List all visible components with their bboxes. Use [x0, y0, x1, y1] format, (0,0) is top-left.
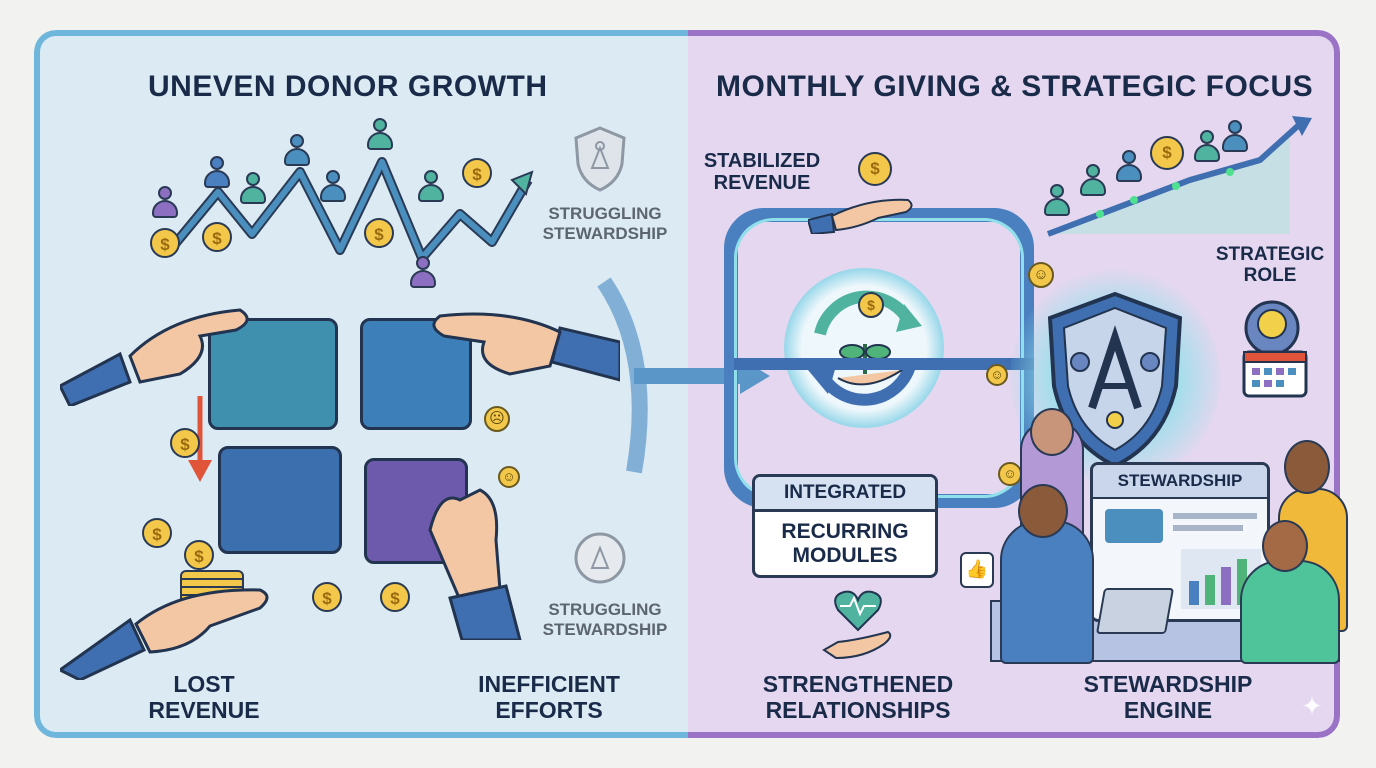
left-panel-title: UNEVEN DONOR GROWTH: [148, 70, 548, 103]
struggling-stewardship-label-top: STRUGGLING STEWARDSHIP: [542, 204, 668, 243]
dollar-coin-icon: $: [184, 540, 214, 570]
team-member-head: [1262, 520, 1308, 572]
dollar-coin-icon: $: [462, 158, 492, 188]
module-card-body: RECURRING MODULES: [781, 520, 909, 567]
team-member-head: [1030, 408, 1074, 456]
team-member-seated-left: [1000, 520, 1094, 664]
team-member-head: [1284, 440, 1330, 494]
donor-icon: [1194, 130, 1220, 164]
dollar-coin-icon: $: [312, 582, 342, 612]
faded-cycle-network-icon: [574, 532, 626, 584]
faded-shield-icon: [574, 126, 626, 192]
dollar-coin-icon: $: [202, 222, 232, 252]
donor-icon: [152, 186, 178, 220]
donor-icon: [410, 256, 436, 290]
giving-hand-icon: [808, 198, 913, 234]
puzzle-piece-donor: [218, 446, 342, 554]
lost-revenue-label: LOST REVENUE: [148, 671, 260, 723]
dollar-coin-icon: $: [364, 218, 394, 248]
reaching-hand-right: [432, 312, 620, 382]
dashboard-widget: [1105, 509, 1163, 543]
dollar-coin-icon: $: [380, 582, 410, 612]
donor-icon: [418, 170, 444, 204]
inefficient-efforts-label: INEFFICIENT EFFORTS: [478, 671, 620, 723]
donor-icon: [1222, 120, 1248, 154]
donor-icon: [284, 134, 310, 168]
donor-icon: [367, 118, 393, 152]
donor-icon: [204, 156, 230, 190]
reaching-hand-left: [60, 308, 249, 406]
dollar-coin-icon: $: [170, 428, 200, 458]
dollar-coin-icon: $: [150, 228, 180, 258]
smiley-face-icon: ☺: [998, 462, 1022, 486]
smiley-face-icon: ☺: [1028, 262, 1054, 288]
right-panel-title: MONTHLY GIVING & STRATEGIC FOCUS: [716, 70, 1314, 103]
heart-in-hand-icon: [822, 590, 892, 660]
monitor-title: STEWARDSHIP: [1093, 465, 1267, 499]
down-arrow-icon: [188, 396, 212, 482]
team-member-seated-right: [1240, 560, 1340, 664]
uneven-growth-zigzag-chart: [166, 157, 534, 263]
grabbing-hand: [428, 488, 522, 640]
struggling-stewardship-label-bottom: STRUGGLING STEWARDSHIP: [542, 600, 668, 639]
integrated-recurring-modules-card: INTEGRATED RECURRING MODULES: [752, 474, 938, 578]
laptop-icon: [1095, 588, 1175, 634]
stabilized-revenue-label: STABILIZED REVENUE: [703, 150, 821, 195]
puzzle-piece-sad-donor: [208, 318, 338, 430]
dollar-coin-icon: $: [142, 518, 172, 548]
sad-face-icon: ☹: [484, 406, 510, 432]
dollar-coin-icon: $: [858, 152, 892, 186]
donor-icon: [240, 172, 266, 206]
pipe-connector: [734, 358, 1034, 370]
smiley-face-icon: ☺: [498, 466, 520, 488]
donor-icon: [1080, 164, 1106, 198]
donor-icon: [1044, 184, 1070, 218]
dashboard-line: [1173, 513, 1257, 519]
dollar-coin-icon: $: [858, 292, 884, 318]
team-member-head: [1018, 484, 1068, 538]
donor-icon: [320, 170, 346, 204]
strategic-role-label: STRATEGIC ROLE: [1215, 244, 1325, 287]
strengthened-relationships-label: STRENGTHENED RELATIONSHIPS: [762, 671, 954, 723]
lightbulb-calendar-icon: [1242, 300, 1308, 398]
donor-icon: [1116, 150, 1142, 184]
thumbs-up-icon: 👍: [960, 552, 994, 588]
module-card-header: INTEGRATED: [755, 477, 935, 512]
steady-growth-line-chart: [1046, 116, 1312, 237]
dashboard-line: [1173, 525, 1243, 531]
open-palm-hand-losing-coins: [60, 588, 269, 680]
sparkle-icon: ✦: [1301, 691, 1323, 721]
dollar-coin-icon: $: [1150, 136, 1184, 170]
smiley-face-icon: ☺: [986, 364, 1008, 386]
stewardship-engine-label: STEWARDSHIP ENGINE: [1083, 671, 1253, 723]
